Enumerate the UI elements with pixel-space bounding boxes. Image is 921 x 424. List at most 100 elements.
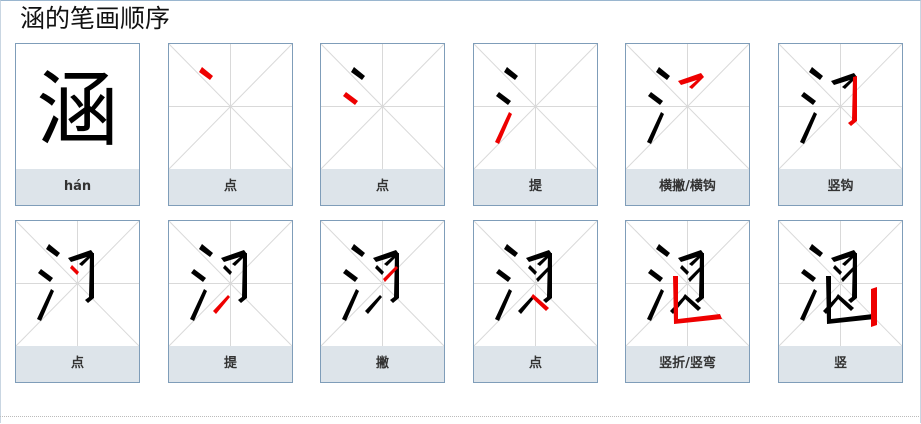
grid-guidelines <box>16 221 139 346</box>
current-stroke <box>495 112 512 144</box>
current-stroke <box>871 287 877 327</box>
previous-stroke <box>46 244 60 257</box>
grid-guidelines <box>169 221 292 346</box>
previous-stroke <box>809 244 823 257</box>
character-writing-grid <box>321 44 444 169</box>
character-writing-grid <box>779 44 902 169</box>
character-writing-grid <box>626 221 749 346</box>
current-stroke <box>383 266 398 282</box>
current-stroke <box>343 92 358 105</box>
character-writing-grid <box>779 221 902 346</box>
character-writing-grid <box>169 44 292 169</box>
previous-stroke <box>647 112 664 144</box>
previous-stroke <box>648 92 663 105</box>
grid-guidelines <box>779 44 902 169</box>
character-writing-grid <box>169 221 292 346</box>
previous-stroke <box>836 294 854 311</box>
previous-stroke <box>683 294 701 311</box>
previous-stroke <box>831 250 857 266</box>
character-writing-grid <box>321 221 444 346</box>
previous-stroke <box>695 253 704 303</box>
previous-stroke <box>390 253 399 303</box>
previous-stroke <box>656 67 670 80</box>
stroke-name-label: 竖钩 <box>779 169 902 205</box>
previous-stroke <box>801 269 816 282</box>
character-writing-grid <box>474 221 597 346</box>
previous-stroke <box>190 289 207 321</box>
stroke-name-label: 竖折/竖弯 <box>626 346 749 382</box>
previous-stroke <box>688 266 703 282</box>
grid-guidelines <box>474 44 597 169</box>
previous-stroke <box>496 269 511 282</box>
previous-stroke <box>656 244 670 257</box>
previous-stroke <box>536 266 551 282</box>
current-stroke <box>678 73 704 89</box>
previous-stroke <box>800 289 817 321</box>
previous-stroke <box>528 265 537 275</box>
previous-stroke <box>343 269 358 282</box>
stroke-name-label: 点 <box>474 346 597 382</box>
previous-stroke <box>351 244 365 257</box>
current-stroke <box>213 295 230 314</box>
previous-stroke <box>199 244 213 257</box>
character-glyph: 涵 <box>36 63 118 158</box>
previous-stroke <box>85 253 94 303</box>
previous-stroke <box>543 253 552 303</box>
previous-stroke <box>191 269 206 282</box>
stroke-card-11: 竖 <box>778 220 903 383</box>
stroke-name-label: 横撇/横钩 <box>626 169 749 205</box>
previous-stroke <box>518 295 535 314</box>
previous-stroke <box>678 250 704 266</box>
pinyin-label: hán <box>16 169 139 205</box>
stroke-card-10: 竖折/竖弯 <box>625 220 750 383</box>
previous-stroke <box>648 269 663 282</box>
grid-guidelines <box>321 44 444 169</box>
stroke-card-6: 点 <box>15 220 140 383</box>
previous-stroke <box>495 289 512 321</box>
grid-guidelines <box>169 44 292 169</box>
stroke-name-label: 撇 <box>321 346 444 382</box>
previous-stroke <box>496 92 511 105</box>
previous-stroke <box>504 244 518 257</box>
stroke-name-label: 提 <box>474 169 597 205</box>
stroke-card-1: 点 <box>168 43 293 206</box>
previous-stroke <box>647 289 664 321</box>
current-stroke <box>199 67 213 80</box>
previous-stroke <box>680 265 689 275</box>
previous-stroke <box>238 253 247 303</box>
grid-guidelines <box>779 221 902 346</box>
stroke-name-label: 提 <box>169 346 292 382</box>
previous-stroke <box>526 250 552 266</box>
previous-stroke <box>800 112 817 144</box>
character-writing-grid <box>16 221 139 346</box>
previous-stroke <box>373 250 399 266</box>
stroke-name-label: 点 <box>16 346 139 382</box>
character-writing-grid: 涵 <box>36 63 118 158</box>
current-stroke <box>848 76 857 126</box>
stroke-card-5: 竖钩 <box>778 43 903 206</box>
page-title: 涵的笔画顺序 <box>20 4 171 33</box>
stroke-card-9: 点 <box>473 220 598 383</box>
current-stroke <box>70 265 79 275</box>
stroke-card-3: 提 <box>473 43 598 206</box>
character-writing-grid <box>474 44 597 169</box>
previous-stroke <box>68 250 94 266</box>
previous-stroke <box>833 265 842 275</box>
previous-stroke <box>38 269 53 282</box>
previous-stroke <box>223 265 232 275</box>
stroke-name-label: 竖 <box>779 346 902 382</box>
stroke-card-4: 横撇/横钩 <box>625 43 750 206</box>
grid-guidelines <box>321 221 444 346</box>
grid-guidelines <box>474 221 597 346</box>
previous-stroke <box>221 250 247 266</box>
previous-stroke <box>841 266 856 282</box>
stroke-card-8: 撇 <box>320 220 445 383</box>
grid-guidelines <box>626 221 749 346</box>
current-stroke <box>531 294 549 311</box>
previous-stroke <box>826 276 875 324</box>
stroke-card-7: 提 <box>168 220 293 383</box>
character-card-pinyin: 涵 hán <box>15 43 140 206</box>
bottom-divider <box>0 416 919 417</box>
previous-stroke <box>831 73 857 89</box>
previous-stroke <box>809 67 823 80</box>
